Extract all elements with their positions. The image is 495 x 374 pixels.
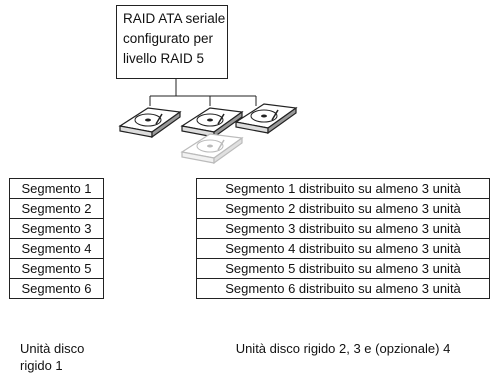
raid-config-callout: RAID ATA seriale configurato per livello… (116, 5, 228, 79)
segment-cell: Segmento 1 (9, 178, 104, 199)
callout-line-3: livello RAID 5 (123, 51, 205, 66)
table-row: Segmento 6 (9, 278, 104, 299)
segment-cell: Segmento 3 (9, 218, 104, 239)
distributed-segment-cell: Segmento 5 distribuito su almeno 3 unità (196, 258, 490, 279)
table-row: Segmento 5 (9, 258, 104, 279)
connector-lines (149, 79, 257, 136)
table-row: Segmento 1 (9, 178, 104, 199)
hard-drive-1-icon (118, 107, 182, 139)
drive-1-caption: Unità disco rigido 1 (20, 340, 110, 374)
distributed-segment-cell: Segmento 4 distribuito su almeno 3 unità (196, 238, 490, 259)
distributed-segment-cell: Segmento 3 distribuito su almeno 3 unità (196, 218, 490, 239)
optional-hard-drive-4-icon (180, 133, 244, 165)
table-row: Segmento 6 distribuito su almeno 3 unità (196, 278, 490, 299)
segment-cell: Segmento 5 (9, 258, 104, 279)
table-row: Segmento 4 (9, 238, 104, 259)
drive-1-caption-line-2: rigido 1 (20, 358, 63, 373)
table-row: Segmento 1 distribuito su almeno 3 unità (196, 178, 490, 199)
callout-line-2: configurato per (123, 31, 214, 46)
drive-1-segment-table: Segmento 1 Segmento 2 Segmento 3 Segment… (9, 178, 104, 299)
segment-cell: Segmento 4 (9, 238, 104, 259)
drive-1-caption-line-1: Unità disco (20, 341, 85, 356)
drives-2-4-caption: Unità disco rigido 2, 3 e (opzionale) 4 (235, 341, 451, 356)
segment-cell: Segmento 2 (9, 198, 104, 219)
table-row: Segmento 2 distribuito su almeno 3 unità (196, 198, 490, 219)
table-row: Segmento 4 distribuito su almeno 3 unità (196, 238, 490, 259)
table-row: Segmento 3 (9, 218, 104, 239)
distributed-segment-table: Segmento 1 distribuito su almeno 3 unità… (196, 178, 490, 299)
table-row: Segmento 3 distribuito su almeno 3 unità (196, 218, 490, 239)
distributed-segment-cell: Segmento 2 distribuito su almeno 3 unità (196, 198, 490, 219)
table-row: Segmento 5 distribuito su almeno 3 unità (196, 258, 490, 279)
distributed-segment-cell: Segmento 6 distribuito su almeno 3 unità (196, 278, 490, 299)
segment-cell: Segmento 6 (9, 278, 104, 299)
table-row: Segmento 2 (9, 198, 104, 219)
hard-drive-3-icon (234, 103, 298, 135)
distributed-segment-cell: Segmento 1 distribuito su almeno 3 unità (196, 178, 490, 199)
hard-drive-2-icon (180, 107, 244, 139)
callout-line-1: RAID ATA seriale (123, 11, 226, 26)
